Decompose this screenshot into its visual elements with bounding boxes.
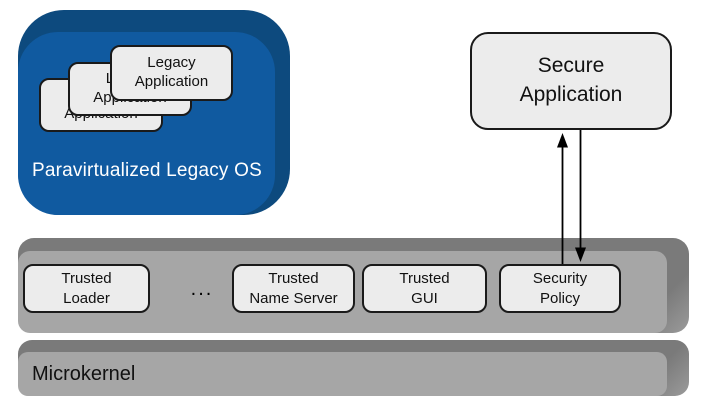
trusted-gui-box: Trusted GUI	[362, 264, 487, 313]
legacy-os-label: Paravirtualized Legacy OS	[32, 160, 262, 181]
trusted-name-server-label: Trusted Name Server	[249, 270, 338, 307]
microkernel-label: Microkernel	[32, 362, 136, 385]
security-policy-box: Security Policy	[499, 264, 621, 313]
security-policy-label: Security Policy	[532, 270, 588, 307]
secure-application-label: Secure Application	[519, 54, 623, 106]
trusted-name-server-box: Trusted Name Server	[232, 264, 355, 313]
services-ellipsis: ...	[190, 277, 214, 300]
trusted-loader-box: Trusted Loader	[23, 264, 150, 313]
microkernel-bar-face	[18, 352, 667, 396]
legacy-application-box-front: Legacy Application	[110, 45, 233, 101]
secure-application-box: Secure Application	[470, 32, 672, 130]
arrow-up-head-icon	[557, 133, 568, 148]
trusted-services-bar: Trusted Loader ... Trusted Name Server T…	[18, 238, 689, 333]
microkernel-bar: Microkernel	[18, 340, 689, 396]
legacy-os-slab: Legacy Application Legacy Application Le…	[18, 10, 290, 215]
trusted-gui-label: Trusted GUI	[399, 270, 450, 307]
trusted-loader-label: Trusted Loader	[61, 270, 112, 307]
legacy-application-label: Legacy Application	[134, 54, 209, 90]
